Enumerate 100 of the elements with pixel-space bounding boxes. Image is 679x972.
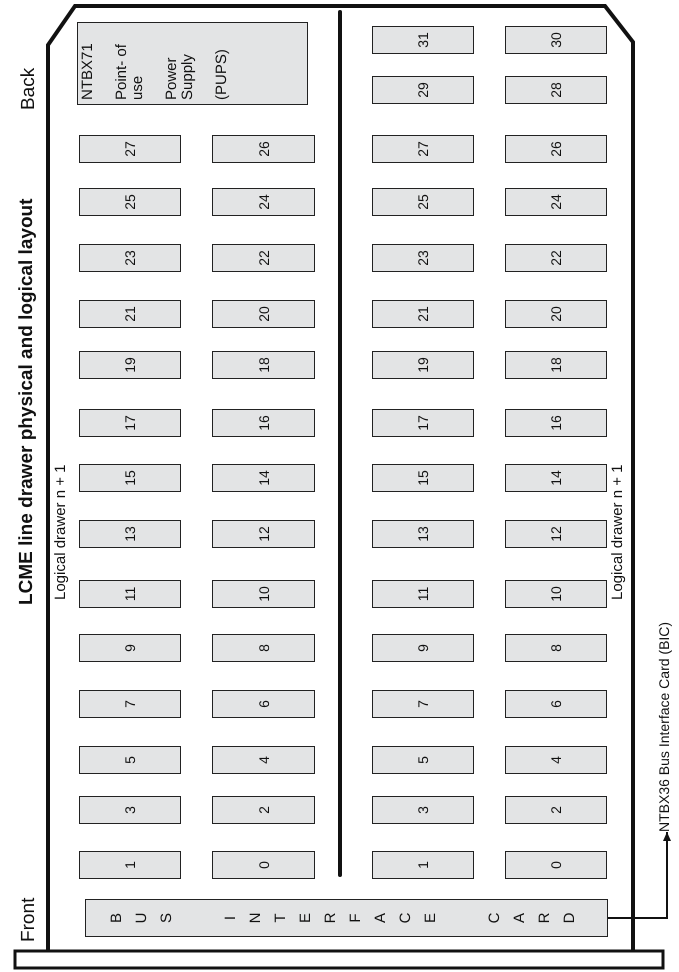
slot-number: 14 <box>548 470 564 486</box>
slot-number: 12 <box>548 526 564 542</box>
slot-card <box>372 76 474 104</box>
slot-number: 14 <box>256 470 272 486</box>
slot-number: 4 <box>256 756 272 764</box>
slot-number: 21 <box>415 306 431 322</box>
slot-number: 11 <box>122 586 138 602</box>
card-label: Power Supply <box>164 53 196 100</box>
slot-card <box>79 409 181 437</box>
side-label: Front <box>18 898 40 942</box>
slot-card <box>372 464 474 492</box>
callout-text: NTBX36 Bus Interface Card (BIC) <box>656 622 672 832</box>
slot-card <box>505 746 607 774</box>
slot-number: 23 <box>415 250 431 266</box>
drawer-label: Logical drawer n + 1 <box>52 464 69 600</box>
slot-card <box>212 634 315 662</box>
card-label: NTBX71 <box>80 42 96 100</box>
slot-card <box>505 188 607 216</box>
slot-number: 23 <box>122 250 138 266</box>
slot-number: 25 <box>415 194 431 210</box>
slot-number: 1 <box>122 861 138 869</box>
slot-number: 20 <box>256 306 272 322</box>
slot-card <box>372 409 474 437</box>
slot-number: 30 <box>548 32 564 48</box>
slot-card <box>505 580 607 608</box>
slot-card <box>212 746 315 774</box>
slot-number: 13 <box>415 526 431 542</box>
slot-number: 7 <box>122 700 138 708</box>
slot-card <box>79 135 181 163</box>
slot-number: 27 <box>415 141 431 157</box>
slot-card <box>505 135 607 163</box>
slot-card <box>79 300 181 328</box>
slot-card <box>79 244 181 272</box>
slot-card <box>505 300 607 328</box>
slot-card <box>79 351 181 379</box>
slot-card <box>212 796 315 824</box>
slot-card <box>372 851 474 879</box>
slot-number: 18 <box>256 357 272 373</box>
slot-number: 10 <box>256 586 272 602</box>
slot-card <box>372 135 474 163</box>
slot-card <box>505 244 607 272</box>
slot-card <box>212 351 315 379</box>
slot-number: 15 <box>122 470 138 486</box>
slot-number: 16 <box>548 415 564 431</box>
slot-number: 6 <box>256 700 272 708</box>
card-label: BUS INTERFACE CARD <box>108 910 586 926</box>
slot-number: 24 <box>548 194 564 210</box>
slot-number: 19 <box>122 357 138 373</box>
slot-card <box>79 520 181 548</box>
slot-card <box>372 244 474 272</box>
slot-card <box>212 409 315 437</box>
slot-card <box>505 76 607 104</box>
slot-number: 4 <box>548 756 564 764</box>
slot-number: 3 <box>122 806 138 814</box>
slot-card <box>79 746 181 774</box>
slot-card <box>212 244 315 272</box>
slot-number: 17 <box>122 415 138 431</box>
side-label: Back <box>18 68 40 110</box>
slot-number: 6 <box>548 700 564 708</box>
slot-card <box>212 580 315 608</box>
power-supply-card <box>77 22 308 105</box>
slot-card <box>372 690 474 718</box>
slot-number: 5 <box>415 756 431 764</box>
slot-card <box>505 464 607 492</box>
slot-number: 10 <box>548 586 564 602</box>
slot-number: 25 <box>122 194 138 210</box>
slot-number: 24 <box>256 194 272 210</box>
slot-number: 26 <box>256 141 272 157</box>
slot-number: 29 <box>415 82 431 98</box>
slot-card <box>372 746 474 774</box>
slot-number: 12 <box>256 526 272 542</box>
slot-number: 11 <box>415 586 431 602</box>
slot-card <box>505 796 607 824</box>
slot-number: 22 <box>256 250 272 266</box>
slot-card <box>79 464 181 492</box>
slot-card <box>505 26 607 54</box>
slot-card <box>372 520 474 548</box>
slot-number: 22 <box>548 250 564 266</box>
slot-number: 26 <box>548 141 564 157</box>
slot-number: 3 <box>415 806 431 814</box>
slot-card <box>212 135 315 163</box>
slot-number: 31 <box>415 32 431 48</box>
slot-card <box>79 634 181 662</box>
slot-card <box>212 300 315 328</box>
slot-number: 20 <box>548 306 564 322</box>
card-label: (PUPS) <box>214 48 230 100</box>
slot-number: 28 <box>548 82 564 98</box>
slot-card <box>212 520 315 548</box>
title: LCME line drawer physical and logical layout <box>16 198 38 605</box>
slot-card <box>212 188 315 216</box>
slot-number: 13 <box>122 526 138 542</box>
slot-number: 8 <box>256 644 272 652</box>
slot-number: 2 <box>256 806 272 814</box>
slot-card <box>79 580 181 608</box>
leader-arrow <box>608 832 671 919</box>
slot-card <box>372 796 474 824</box>
slot-number: 15 <box>415 470 431 486</box>
slot-number: 19 <box>415 357 431 373</box>
slot-number: 0 <box>548 861 564 869</box>
slot-number: 21 <box>122 306 138 322</box>
